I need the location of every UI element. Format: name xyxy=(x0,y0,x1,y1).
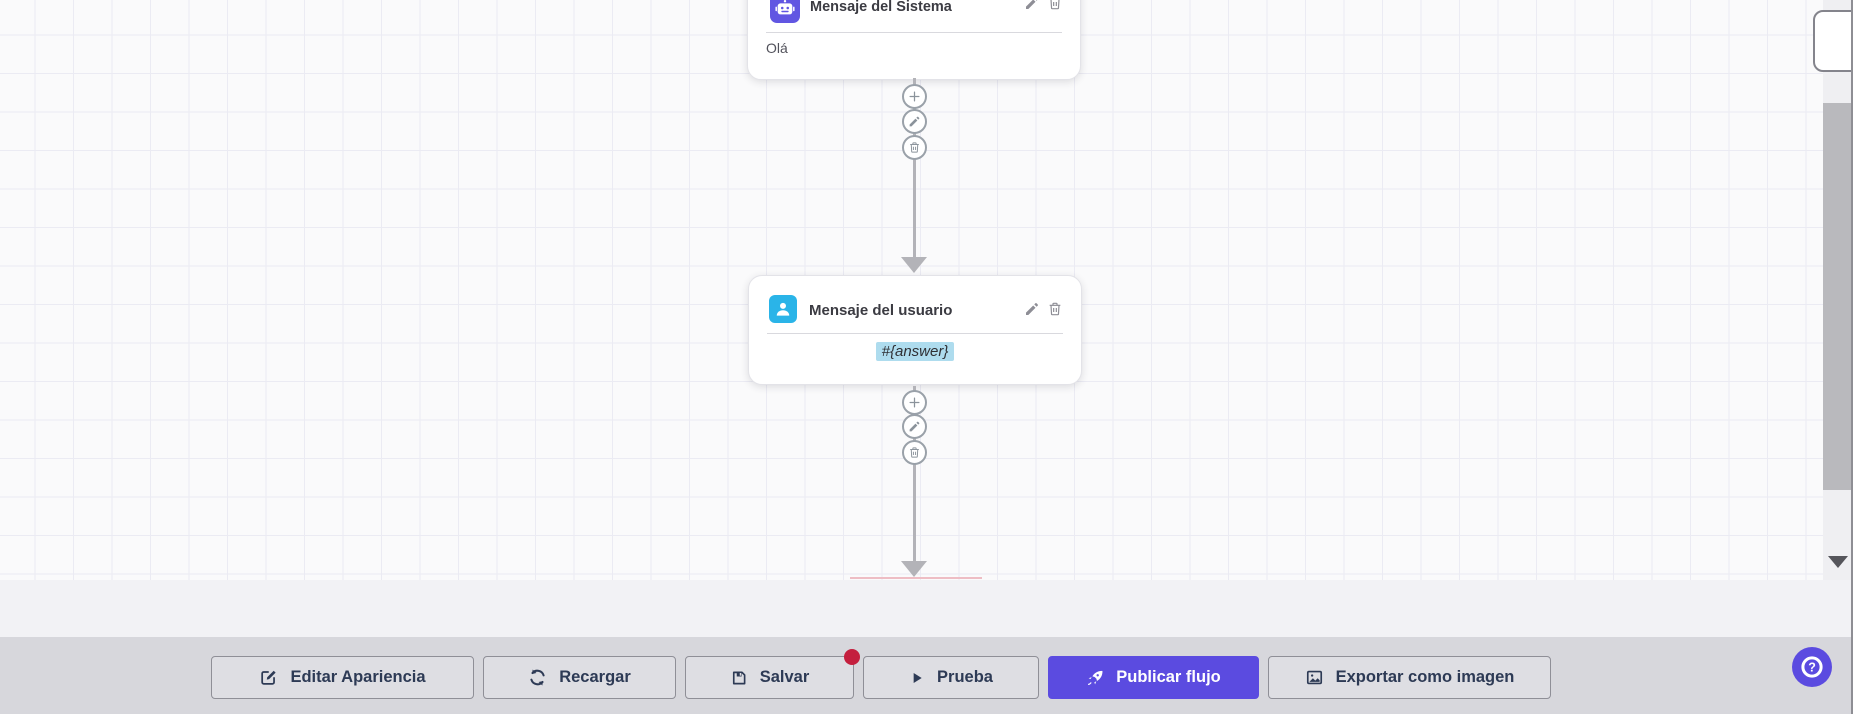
delete-node-icon[interactable] xyxy=(1047,301,1063,317)
edit-node-icon[interactable] xyxy=(1024,0,1040,11)
connector-arrow-icon xyxy=(901,257,927,273)
node-title: Mensaje del usuario xyxy=(809,302,953,319)
export-image-button[interactable]: Exportar como imagen xyxy=(1268,656,1551,699)
edit-square-icon xyxy=(261,670,277,685)
button-label: Salvar xyxy=(759,668,810,686)
side-panel-clipped xyxy=(1813,10,1853,72)
node-title: Mensaje del Sistema xyxy=(810,0,952,15)
button-label: Prueba xyxy=(937,668,993,686)
connector-line xyxy=(912,386,916,562)
delete-node-icon[interactable] xyxy=(1047,0,1063,11)
save-button[interactable]: Salvar xyxy=(685,649,860,699)
refresh-icon xyxy=(530,669,545,686)
trash-icon xyxy=(909,141,919,153)
robot-icon xyxy=(770,0,800,23)
play-icon xyxy=(913,672,922,683)
save-icon xyxy=(732,671,746,684)
user-icon xyxy=(769,295,797,323)
window-edge xyxy=(1851,0,1853,714)
node-divider xyxy=(766,32,1062,33)
node-system-message[interactable]: Mensaje del Sistema Olá xyxy=(747,0,1081,80)
answer-variable-chip: #{answer} xyxy=(875,342,955,361)
edit-node-icon[interactable] xyxy=(1024,301,1040,317)
node-user-message[interactable]: Mensaje del usuario #{answer} xyxy=(748,275,1082,385)
delete-step-button[interactable] xyxy=(901,439,927,465)
button-label: Recargar xyxy=(559,668,631,686)
add-step-button[interactable] xyxy=(901,389,927,415)
flow-canvas[interactable]: Mensaje del Sistema Olá xyxy=(0,0,1853,580)
edit-step-button[interactable] xyxy=(901,413,927,439)
trash-icon xyxy=(909,446,919,458)
reload-button[interactable]: Recargar xyxy=(483,656,676,699)
delete-step-button[interactable] xyxy=(901,134,927,160)
pencil-icon xyxy=(909,421,919,431)
plus-icon xyxy=(909,397,919,407)
vertical-scrollbar-thumb[interactable] xyxy=(1823,103,1851,490)
bottom-toolbar: Editar Apariencia Recargar Salvar xyxy=(0,637,1853,714)
edit-step-button[interactable] xyxy=(901,108,927,134)
scroll-down-arrow-icon[interactable] xyxy=(1828,556,1848,568)
node-divider xyxy=(767,333,1063,334)
unsaved-changes-badge xyxy=(844,649,860,665)
rocket-icon xyxy=(1088,670,1103,685)
button-label: Editar Apariencia xyxy=(290,668,426,686)
connector-line xyxy=(912,78,916,258)
question-mark-icon: ? xyxy=(1801,656,1823,678)
canvas-footer-strip xyxy=(0,580,1853,637)
next-node-edge xyxy=(850,577,982,579)
connector-arrow-icon xyxy=(901,561,927,577)
help-button[interactable]: ? xyxy=(1792,647,1832,687)
publish-flow-button[interactable]: Publicar flujo xyxy=(1048,656,1259,699)
image-icon xyxy=(1306,670,1322,685)
plus-icon xyxy=(909,91,919,101)
edit-appearance-button[interactable]: Editar Apariencia xyxy=(211,656,474,699)
button-label: Exportar como imagen xyxy=(1335,668,1515,686)
button-label: Publicar flujo xyxy=(1116,668,1221,686)
add-step-button[interactable] xyxy=(901,83,927,109)
test-button[interactable]: Prueba xyxy=(863,656,1039,699)
svg-text:?: ? xyxy=(1808,660,1816,674)
pencil-icon xyxy=(909,116,919,126)
node-content: Olá xyxy=(766,40,788,56)
